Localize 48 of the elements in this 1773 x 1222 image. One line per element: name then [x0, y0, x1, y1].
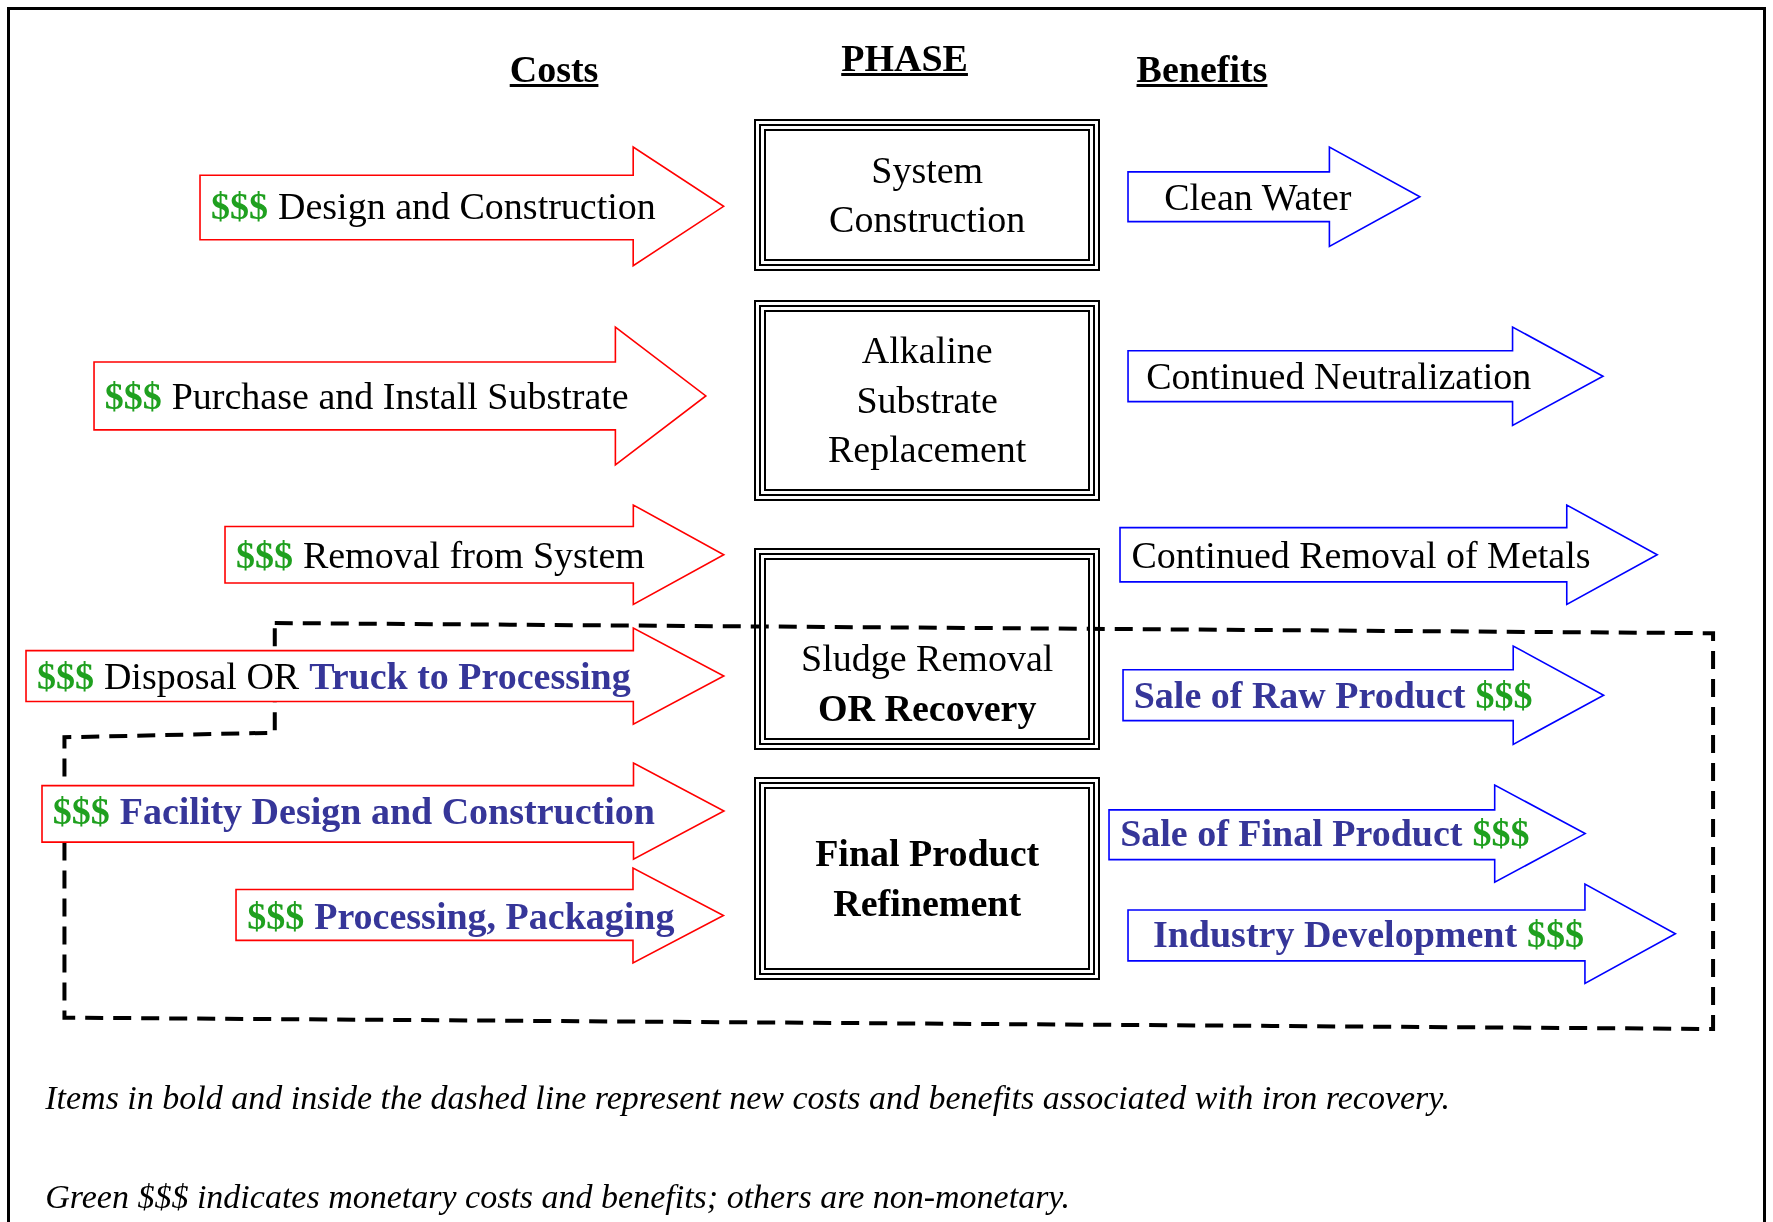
column-heading: Costs [509, 47, 599, 92]
arrow-label: Clean Water [1164, 174, 1352, 219]
benefit-banner [1127, 147, 1421, 247]
phase-label: System Construction [828, 147, 1027, 243]
arrow-label: Design and Construction [278, 184, 656, 229]
arrow-label: Sale of Final Product [1120, 811, 1463, 856]
phase-box [754, 776, 1101, 981]
phase-box [754, 118, 1101, 272]
cost-banner [92, 326, 706, 465]
money-sign: $$$ [1475, 672, 1533, 717]
cost-banner [223, 505, 724, 605]
arrow-label: Processing, Packaging [314, 893, 675, 938]
phase-label: Alkaline Substrate Replacement [827, 328, 1028, 472]
phase-box [754, 299, 1101, 501]
phase-box [754, 548, 1101, 750]
benefit-banner [1127, 884, 1676, 984]
phase-label: OR Recovery [818, 685, 1037, 731]
arrow-label: Sale of Raw Product [1133, 672, 1466, 717]
money-sign: $$$ [235, 533, 293, 578]
money-sign: $$$ [104, 373, 162, 418]
benefit-banner [1121, 645, 1604, 744]
phase-label: Sludge Removal [801, 636, 1054, 682]
money-sign: $$$ [36, 653, 94, 698]
benefit-banner [1127, 326, 1604, 426]
cost-banner [235, 868, 724, 964]
arrow-label: Facility Design and Construction [119, 789, 655, 834]
money-sign: $$$ [247, 893, 305, 938]
benefit-banner [1108, 784, 1586, 882]
cost-banner [199, 147, 724, 266]
arrow-label: Truck to Processing [309, 653, 631, 698]
money-sign: $$$ [1527, 912, 1585, 956]
cost-banner [24, 627, 724, 724]
caption-note: Items in bold and inside the dashed line represent new costs and benefits associated with iron recovery. [45, 1078, 1452, 1119]
arrow-label: Continued Removal of Metals [1131, 533, 1591, 578]
arrow-label: Purchase and Install Substrate [171, 373, 629, 418]
money-sign: $$$ [52, 789, 110, 834]
caption-note: Green $$$ indicates monetary costs and benefits; others are non-monetary. [45, 1176, 1072, 1217]
arrow-label: Disposal OR [103, 653, 300, 698]
arrow-label: Removal from System [302, 533, 645, 578]
money-sign: $$$ [211, 184, 268, 229]
column-heading: Benefits [1136, 47, 1268, 92]
money-sign: $$$ [1472, 811, 1530, 856]
column-heading: PHASE [841, 36, 968, 81]
arrow-label: Continued Neutralization [1146, 353, 1532, 398]
arrow-label: Industry Development [1152, 912, 1518, 956]
benefit-banner [1119, 505, 1658, 605]
cost-banner [40, 763, 724, 860]
phase-label: Final Product Refinement [814, 831, 1041, 926]
